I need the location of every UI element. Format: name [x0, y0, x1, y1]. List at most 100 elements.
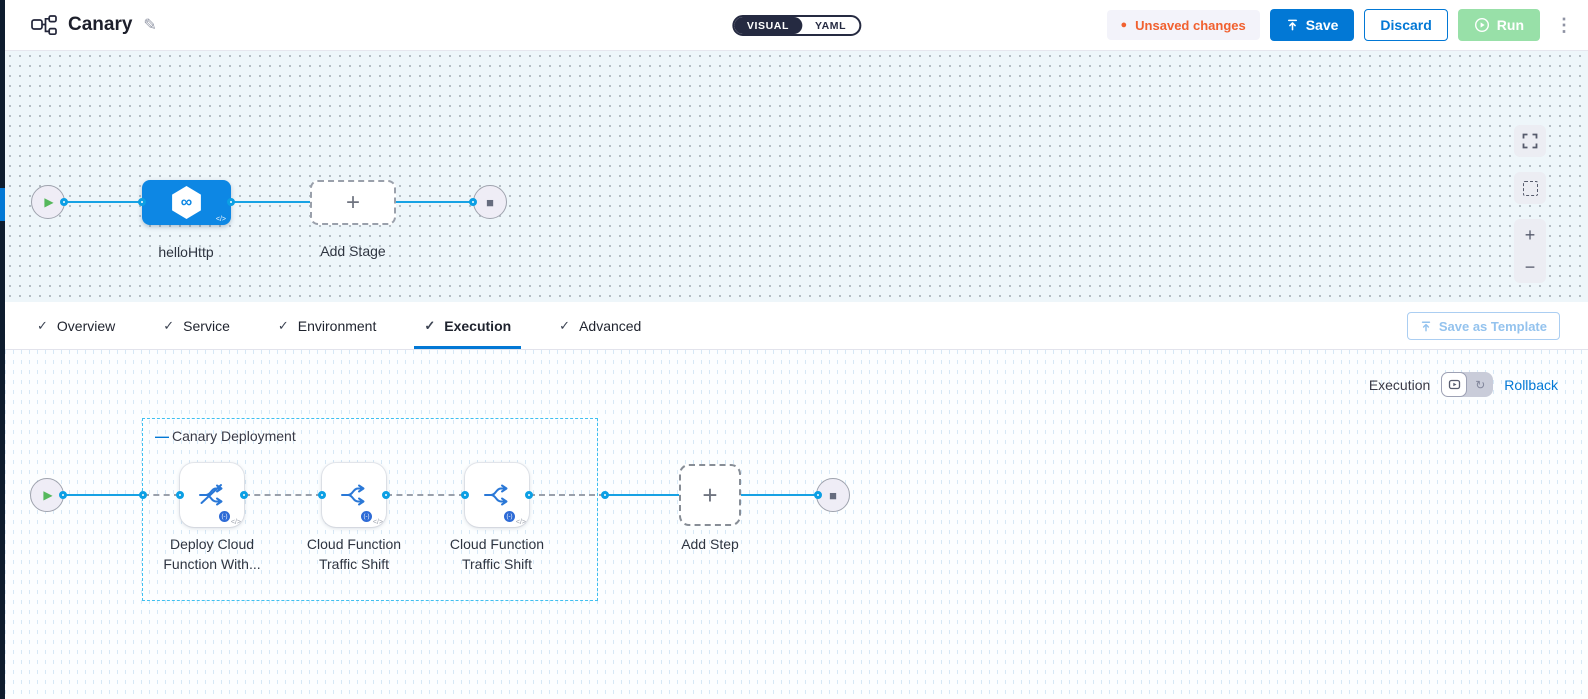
header: Canary ✎ VISUAL YAML ● Unsaved changes S… — [5, 0, 1588, 51]
run-label: Run — [1496, 17, 1524, 33]
tab-environment[interactable]: ✓ Environment — [268, 302, 387, 349]
step-deploy-cloud-function[interactable]: (-) </> — [180, 463, 244, 527]
deploy-function-no-traffic-icon — [199, 484, 223, 506]
step-group-canary-deployment[interactable]: — Canary Deployment — [142, 418, 598, 601]
tab-label: Overview — [56, 317, 116, 334]
step-connector-dashed — [143, 494, 180, 496]
toggle-yaml[interactable]: YAML — [814, 19, 847, 32]
step-connector-dashed — [386, 494, 465, 496]
step-label: Deploy Cloud Function With... — [137, 534, 287, 574]
start-play-icon: ▶ — [44, 195, 54, 209]
rollback-mode-option[interactable]: ↻ — [1467, 372, 1493, 397]
check-icon: ✓ — [559, 317, 571, 333]
traffic-shift-icon — [484, 484, 508, 506]
visual-yaml-toggle[interactable]: VISUAL YAML — [731, 15, 862, 36]
execution-end-node[interactable]: ■ — [816, 478, 850, 512]
upload-icon — [1421, 320, 1431, 332]
execution-canvas[interactable]: Execution ↻ Rollback — [5, 350, 1588, 699]
edit-pipeline-name-icon[interactable]: ✎ — [143, 17, 157, 34]
connector-port[interactable] — [176, 491, 184, 499]
group-dash-icon: — — [155, 428, 169, 444]
step-badge-icon: (-) — [359, 509, 374, 524]
unsaved-changes-label: Unsaved changes — [1135, 17, 1246, 33]
stage-code-icon: </> — [215, 216, 226, 223]
plus-icon: + — [345, 188, 360, 216]
execution-rollback-toggle[interactable]: ↻ — [1441, 372, 1494, 397]
step-connector-dashed — [244, 494, 322, 496]
check-icon: ✓ — [424, 317, 436, 333]
more-options-icon[interactable]: ⋮ — [1555, 14, 1573, 35]
toggle-visual[interactable]: VISUAL — [733, 17, 802, 34]
unsaved-dot-icon: ● — [1120, 18, 1128, 31]
check-icon: ✓ — [37, 317, 48, 333]
execution-mode-selected[interactable] — [1441, 372, 1468, 397]
execution-start-node[interactable]: ▶ — [30, 478, 64, 512]
marquee-select-icon — [1522, 180, 1538, 196]
add-step-button[interactable]: + — [679, 464, 741, 526]
discard-button[interactable]: Discard — [1364, 9, 1448, 41]
stage-label: helloHttp — [158, 244, 214, 260]
marquee-select-button[interactable] — [1514, 172, 1546, 204]
execution-rollback-switch-row: Execution ↻ Rollback — [1369, 372, 1558, 397]
save-label: Save — [1305, 17, 1339, 33]
tab-advanced[interactable]: ✓ Advanced — [549, 302, 651, 349]
start-play-icon: ▶ — [43, 488, 53, 502]
rollback-link[interactable]: Rollback — [1504, 376, 1558, 393]
group-name: Canary Deployment — [172, 428, 296, 444]
fit-to-screen-button[interactable] — [1514, 125, 1546, 157]
page-title: Canary — [68, 14, 133, 35]
step-label-line2: Function With... — [163, 556, 261, 572]
step-connector-line — [63, 494, 143, 496]
run-button[interactable]: Run — [1457, 9, 1540, 41]
step-code-icon: </> — [372, 519, 383, 526]
connector-port[interactable] — [382, 491, 390, 499]
step-traffic-shift-2[interactable]: (-) </> — [465, 463, 529, 527]
add-stage-button[interactable]: + — [310, 180, 396, 225]
connector-port[interactable] — [525, 491, 533, 499]
upload-icon — [1287, 19, 1297, 31]
run-play-icon — [1474, 17, 1489, 33]
connector-port[interactable] — [240, 491, 248, 499]
zoom-out-button[interactable]: − — [1524, 257, 1536, 277]
connector-port[interactable] — [814, 491, 822, 499]
sidebar-active-indicator — [0, 188, 5, 221]
serverless-function-icon: ∞ — [172, 186, 201, 219]
save-button[interactable]: Save — [1269, 9, 1355, 41]
connector-port[interactable] — [469, 198, 477, 206]
connector-port[interactable] — [59, 491, 67, 499]
step-traffic-shift-1[interactable]: (-) </> — [322, 463, 386, 527]
connector-port[interactable] — [60, 198, 68, 206]
stage-node-hellohttp[interactable]: ∞ </> — [142, 180, 231, 225]
tab-service[interactable]: ✓ Service — [153, 302, 240, 349]
step-label: Cloud Function Traffic Shift — [422, 534, 572, 574]
connector-port[interactable] — [318, 491, 326, 499]
stop-square-icon: ■ — [829, 487, 837, 503]
pipeline-icon — [31, 14, 57, 35]
step-label-line2: Traffic Shift — [461, 556, 533, 572]
fullscreen-icon — [1522, 133, 1538, 149]
check-icon: ✓ — [163, 317, 175, 333]
add-step-label: Add Step — [681, 536, 739, 552]
step-connector-line — [741, 494, 818, 496]
header-left: Canary ✎ — [31, 0, 157, 50]
connector-port[interactable] — [138, 198, 146, 206]
tab-execution[interactable]: ✓ Execution — [414, 302, 521, 349]
zoom-in-button[interactable]: + — [1524, 225, 1536, 245]
step-label-line1: Deploy Cloud — [169, 536, 255, 552]
stage-connector-line — [48, 201, 490, 203]
connector-port[interactable] — [461, 491, 469, 499]
zoom-controls: + − — [1514, 219, 1546, 283]
connector-port[interactable] — [139, 491, 147, 499]
connector-port[interactable] — [227, 198, 235, 206]
step-badge-icon: (-) — [502, 509, 517, 524]
collapsed-sidebar-rail[interactable] — [0, 0, 5, 699]
tab-overview[interactable]: ✓ Overview — [27, 302, 125, 349]
pipeline-start-node[interactable]: ▶ — [31, 185, 65, 219]
stage-canvas[interactable]: ▶ ∞ </> + ■ helloHttp Add Stage — [5, 51, 1588, 302]
connector-port[interactable] — [601, 491, 609, 499]
discard-label: Discard — [1380, 17, 1432, 33]
pipeline-end-node[interactable]: ■ — [473, 185, 507, 219]
add-stage-label: Add Stage — [320, 243, 386, 259]
save-as-template-button[interactable]: Save as Template — [1406, 312, 1560, 340]
step-group-label: — Canary Deployment — [155, 428, 296, 444]
